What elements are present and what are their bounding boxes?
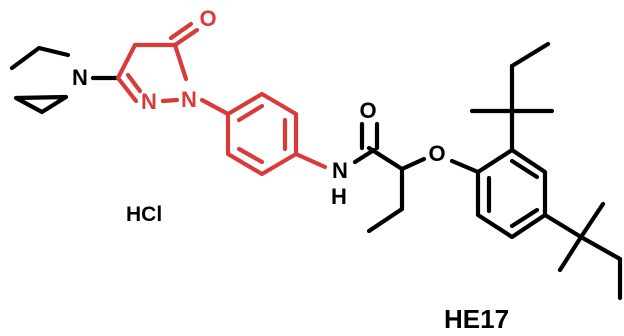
- bond-c3-n2-b: [125, 72, 143, 94]
- aryl-ring-lower-double-2: [509, 207, 540, 229]
- compound-label: HE17: [444, 304, 509, 334]
- hcl-label: HCl: [126, 203, 162, 226]
- bond-tpentyl-bottom-ch2: [578, 234, 623, 262]
- phenyl-double-3: [236, 146, 265, 165]
- bond-o-ether-aryl: [449, 158, 481, 175]
- bond-tpentyl-bottom-me-up: [578, 201, 606, 240]
- structure-bonds-highlight: [115, 21, 328, 177]
- bond-nh-carbonyl: [352, 147, 377, 165]
- bond-carbonyl-ch: [366, 145, 405, 172]
- atom-n-pyrazole-1: N: [181, 87, 197, 112]
- pyrrolidine-ring: [9, 45, 71, 115]
- atom-n-amide: N: [332, 158, 348, 183]
- bond-tpentyl-top-ch3: [509, 41, 551, 69]
- atom-h-amide: H: [331, 184, 347, 209]
- bond-ch-o-ether: [399, 156, 427, 172]
- structure-bonds-black: [9, 41, 623, 301]
- bond-n1-n2: [160, 97, 180, 104]
- bond-c3-c4: [115, 42, 138, 81]
- atom-o-ether: O: [428, 141, 445, 166]
- bond-tpentyl-bottom-me-down: [557, 234, 584, 273]
- bond-phenyl-nh: [293, 151, 328, 170]
- atom-o-amide: O: [359, 98, 376, 123]
- atom-n-pyrrolidine: N: [72, 65, 88, 90]
- bond-c5-n1: [172, 42, 189, 82]
- bond-c3-n2-a: [115, 75, 139, 104]
- atom-o-ketone: O: [199, 6, 216, 31]
- aryl-ring-lower-double-3: [509, 158, 540, 180]
- atom-n-pyrazole-2: N: [141, 89, 157, 114]
- bond-c5-o-b: [168, 21, 194, 41]
- bond-c5-o-a: [172, 27, 200, 48]
- phenyl-double-1: [236, 103, 265, 123]
- bond-aryl-tpentyl-bottom: [542, 212, 584, 240]
- bond-n1-phenyl: [199, 97, 231, 117]
- bond-ch2-ch3: [366, 206, 405, 234]
